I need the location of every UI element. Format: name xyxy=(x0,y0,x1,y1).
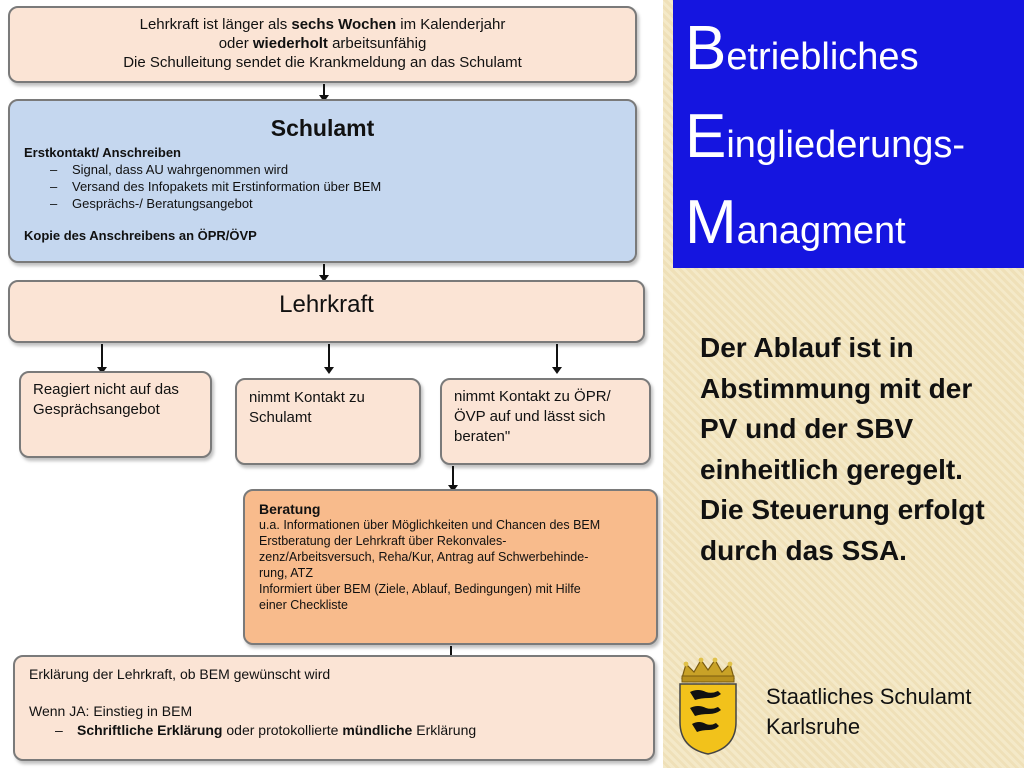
title-line-betriebliches: Betriebliches xyxy=(685,14,919,83)
option-right-line3: beraten" xyxy=(454,428,511,445)
erklaerung-list: Schriftliche Erklärung oder protokollier… xyxy=(29,721,639,740)
box-kontakt-schulamt: nimmt Kontakt zu Schulamt xyxy=(235,378,421,465)
beratung-line: Informiert über BEM (Ziele, Ablauf, Bedi… xyxy=(259,582,581,596)
baden-wuerttemberg-crest-icon xyxy=(679,657,737,755)
beratung-line: zenz/Arbeitsversuch, Reha/Kur, Antrag au… xyxy=(259,550,589,564)
list-item: Schriftliche Erklärung oder protokollier… xyxy=(29,721,639,740)
office-line2: Karlsruhe xyxy=(766,714,861,739)
beratung-line: einer Checkliste xyxy=(259,598,348,612)
beratung-line: rung, ATZ xyxy=(259,566,313,580)
arrow-beratung xyxy=(448,466,458,492)
list-item: Gesprächs-/ Beratungsangebot xyxy=(24,195,621,212)
process-note: Der Ablauf ist in Abstimmung mit der PV … xyxy=(700,332,985,566)
option-right-line2: ÖVP auf und lässt sich xyxy=(454,408,606,425)
office-label: Staatliches Schulamt Karlsruhe xyxy=(766,682,1016,742)
box1-line3: Die Schulleitung sendet die Krankmeldung… xyxy=(123,54,522,71)
list-item: Signal, dass AU wahrgenommen wird xyxy=(24,161,621,178)
title-block: Betriebliches Eingliederungs- Managment xyxy=(673,0,1024,268)
arrow-middle xyxy=(324,344,334,374)
beratung-line: Erstberatung der Lehrkraft über Rekonval… xyxy=(259,534,507,548)
box-reagiert-nicht: Reagiert nicht auf das Gesprächsangebot xyxy=(19,371,212,458)
option-middle-line1: nimmt Kontakt zu xyxy=(249,389,365,406)
lehrkraft-title: Lehrkraft xyxy=(279,291,374,318)
box-beratung: Beratung u.a. Informationen über Möglich… xyxy=(243,489,658,645)
office-line1: Staatliches Schulamt xyxy=(766,684,972,709)
arrow-right xyxy=(552,344,562,374)
erklaerung-line2: Wenn JA: Einstieg in BEM xyxy=(29,703,193,719)
box-arbeitsunfaehig: Lehrkraft ist länger als sechs Wochen im… xyxy=(8,6,637,83)
option-middle-line2: Schulamt xyxy=(249,409,312,426)
box1-line1: Lehrkraft ist länger als sechs Wochen im… xyxy=(139,16,506,33)
box-kontakt-oepr: nimmt Kontakt zu ÖPR/ ÖVP auf und lässt … xyxy=(440,378,651,465)
arrow-2 xyxy=(319,264,329,282)
title-line-eingliederungs: Eingliederungs- xyxy=(685,102,966,171)
beratung-title: Beratung xyxy=(259,501,321,517)
box1-line2: oder wiederholt arbeitsunfähig xyxy=(218,35,427,52)
title-line-managment: Managment xyxy=(685,188,906,257)
schulamt-footer: Kopie des Anschreibens an ÖPR/ÖVP xyxy=(24,228,257,243)
erklaerung-line1: Erklärung der Lehrkraft, ob BEM gewünsch… xyxy=(29,666,331,682)
arrow-1 xyxy=(319,84,329,102)
arrow-left xyxy=(97,344,107,374)
option-left-line1: Reagiert nicht auf das xyxy=(33,381,179,398)
box-lehrkraft: Lehrkraft xyxy=(8,280,645,343)
box-schulamt: Schulamt Erstkontakt/ Anschreiben Signal… xyxy=(8,99,637,263)
option-right-line1: nimmt Kontakt zu ÖPR/ xyxy=(454,388,611,405)
list-item: Versand des Infopakets mit Erstinformati… xyxy=(24,178,621,195)
option-left-line2: Gesprächsangebot xyxy=(33,401,160,418)
beratung-line: u.a. Informationen über Möglichkeiten un… xyxy=(259,518,601,532)
schulamt-title: Schulamt xyxy=(270,115,375,141)
schulamt-list: Signal, dass AU wahrgenommen wird Versan… xyxy=(24,161,621,212)
schulamt-subheading: Erstkontakt/ Anschreiben xyxy=(24,145,182,160)
box-erklaerung: Erklärung der Lehrkraft, ob BEM gewünsch… xyxy=(13,655,655,761)
